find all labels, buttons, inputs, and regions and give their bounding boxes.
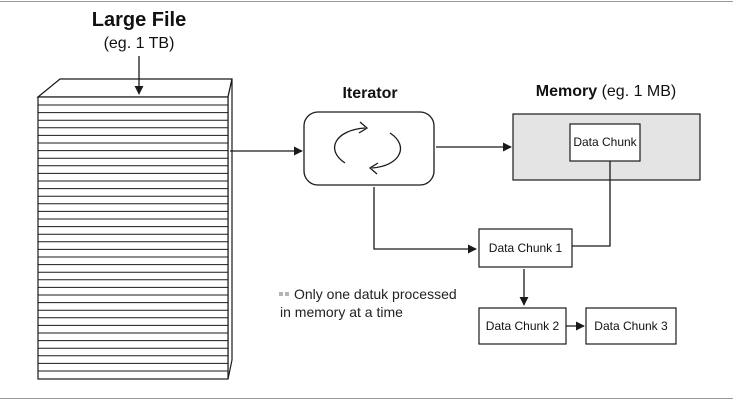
top-border (0, 1, 733, 2)
note-marker-icon (279, 292, 289, 296)
memory-title-group: Memory (eg. 1 MB) (506, 83, 706, 101)
iterator-title: Iterator (342, 85, 398, 102)
file-stack-front (37, 96, 229, 380)
data-chunk-2-box (478, 307, 567, 345)
memory-subtitle: (eg. 1 MB) (601, 83, 677, 100)
arrow-iterator-to-chunk1 (373, 187, 477, 254)
iterator-box (303, 111, 435, 186)
file-stack-top (36, 78, 233, 98)
cycle-icon (333, 121, 402, 175)
connector-memory-to-chunk1 (572, 161, 611, 247)
note-line-2: in memory at a time (280, 304, 403, 320)
large-file-title: Large File (91, 9, 187, 31)
memory-data-chunk-label: Data Chunk (573, 135, 637, 149)
large-file-stack (36, 78, 233, 380)
data-chunk-1-box (478, 228, 573, 268)
file-stack-side (227, 78, 233, 380)
large-file-subtitle: (eg. 1 TB) (103, 35, 175, 52)
memory-data-chunk-box (569, 123, 641, 162)
file-stack-lines (38, 104, 228, 372)
note-line-1: Only one datuk processed (294, 286, 457, 302)
data-chunk-3-box (585, 307, 677, 345)
data-chunk-2-label: Data Chunk 2 (485, 319, 560, 333)
data-chunk-3-label: Data Chunk 3 (594, 319, 668, 333)
bottom-border (0, 398, 733, 399)
data-chunk-1-label: Data Chunk 1 (488, 241, 563, 255)
memory-title: Memory (535, 83, 598, 100)
